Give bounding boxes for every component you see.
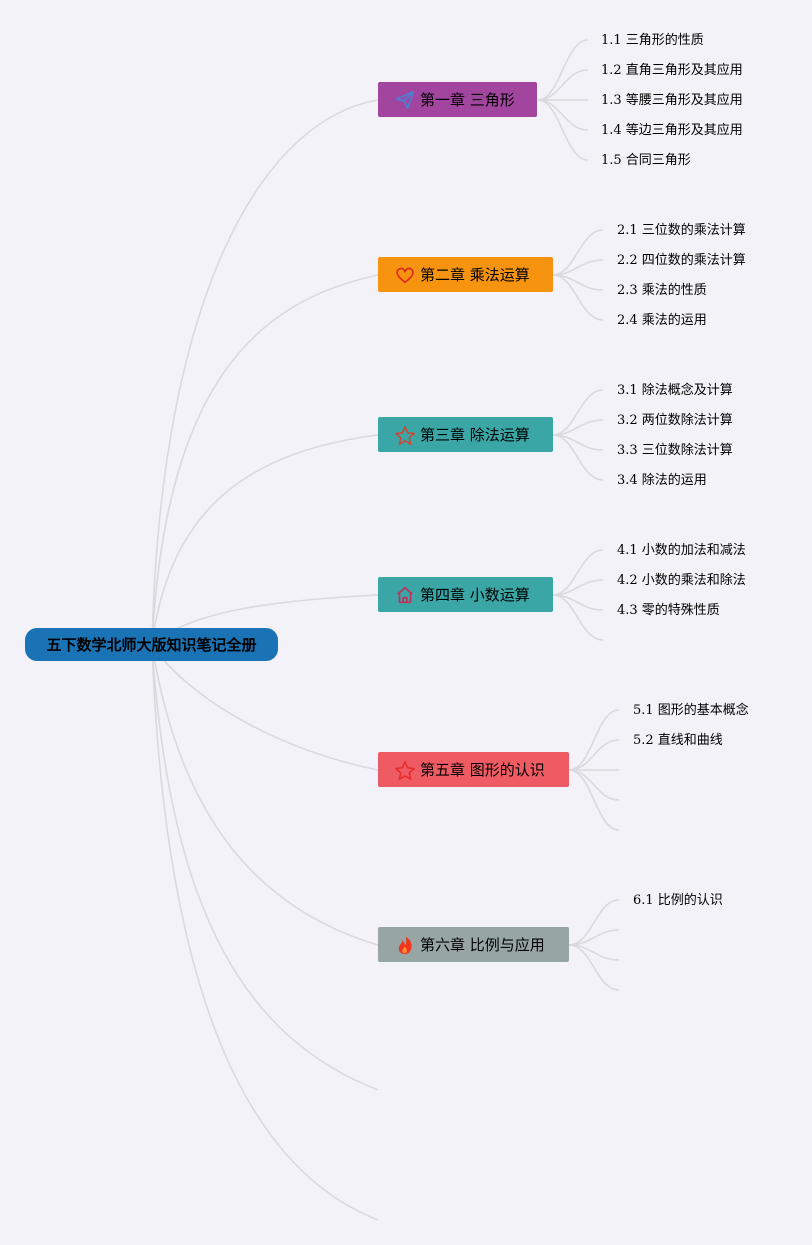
list-item[interactable]: 1.4 等边三角形及其应用 [601, 123, 743, 138]
list-item[interactable]: 3.1 除法概念及计算 [617, 383, 733, 398]
star-icon [394, 759, 416, 781]
chapter-node-5[interactable]: 第五章 图形的认识 [378, 752, 569, 787]
list-item[interactable]: 1.3 等腰三角形及其应用 [601, 93, 743, 108]
chapter-node-6[interactable]: 第六章 比例与应用 [378, 927, 569, 962]
home-icon [394, 584, 416, 606]
chapter-label: 第三章 除法运算 [420, 426, 530, 444]
list-item[interactable]: 4.1 小数的加法和减法 [617, 543, 746, 558]
list-item[interactable]: 6.1 比例的认识 [633, 893, 723, 908]
list-item[interactable]: 5.1 图形的基本概念 [633, 703, 749, 718]
chapter-label: 第五章 图形的认识 [420, 761, 545, 779]
paper-plane-icon [394, 89, 416, 111]
list-item[interactable]: 1.5 合同三角形 [601, 153, 691, 168]
heart-icon [394, 264, 416, 286]
list-item[interactable]: 2.3 乘法的性质 [617, 283, 707, 298]
list-item[interactable]: 3.3 三位数除法计算 [617, 443, 733, 458]
list-item[interactable]: 1.1 三角形的性质 [601, 33, 704, 48]
chapter-node-2[interactable]: 第二章 乘法运算 [378, 257, 553, 292]
root-node[interactable]: 五下数学北师大版知识笔记全册 [25, 628, 278, 661]
flame-icon [394, 934, 416, 956]
chapter-label: 第一章 三角形 [420, 91, 515, 109]
chapter-node-4[interactable]: 第四章 小数运算 [378, 577, 553, 612]
list-item[interactable]: 2.4 乘法的运用 [617, 313, 707, 328]
list-item[interactable]: 1.2 直角三角形及其应用 [601, 63, 743, 78]
root-title: 五下数学北师大版知识笔记全册 [46, 636, 257, 654]
list-item[interactable]: 4.3 零的特殊性质 [617, 603, 720, 618]
chapter-node-3[interactable]: 第三章 除法运算 [378, 417, 553, 452]
list-item[interactable]: 4.2 小数的乘法和除法 [617, 573, 746, 588]
chapter-label: 第六章 比例与应用 [420, 936, 545, 954]
chapter-label: 第四章 小数运算 [420, 586, 530, 604]
list-item[interactable]: 5.2 直线和曲线 [633, 733, 723, 748]
list-item[interactable]: 3.4 除法的运用 [617, 473, 707, 488]
chapter-node-1[interactable]: 第一章 三角形 [378, 82, 537, 117]
list-item[interactable]: 3.2 两位数除法计算 [617, 413, 733, 428]
list-item[interactable]: 2.1 三位数的乘法计算 [617, 223, 746, 238]
chapter-label: 第二章 乘法运算 [420, 266, 530, 284]
star-icon [394, 424, 416, 446]
list-item[interactable]: 2.2 四位数的乘法计算 [617, 253, 746, 268]
